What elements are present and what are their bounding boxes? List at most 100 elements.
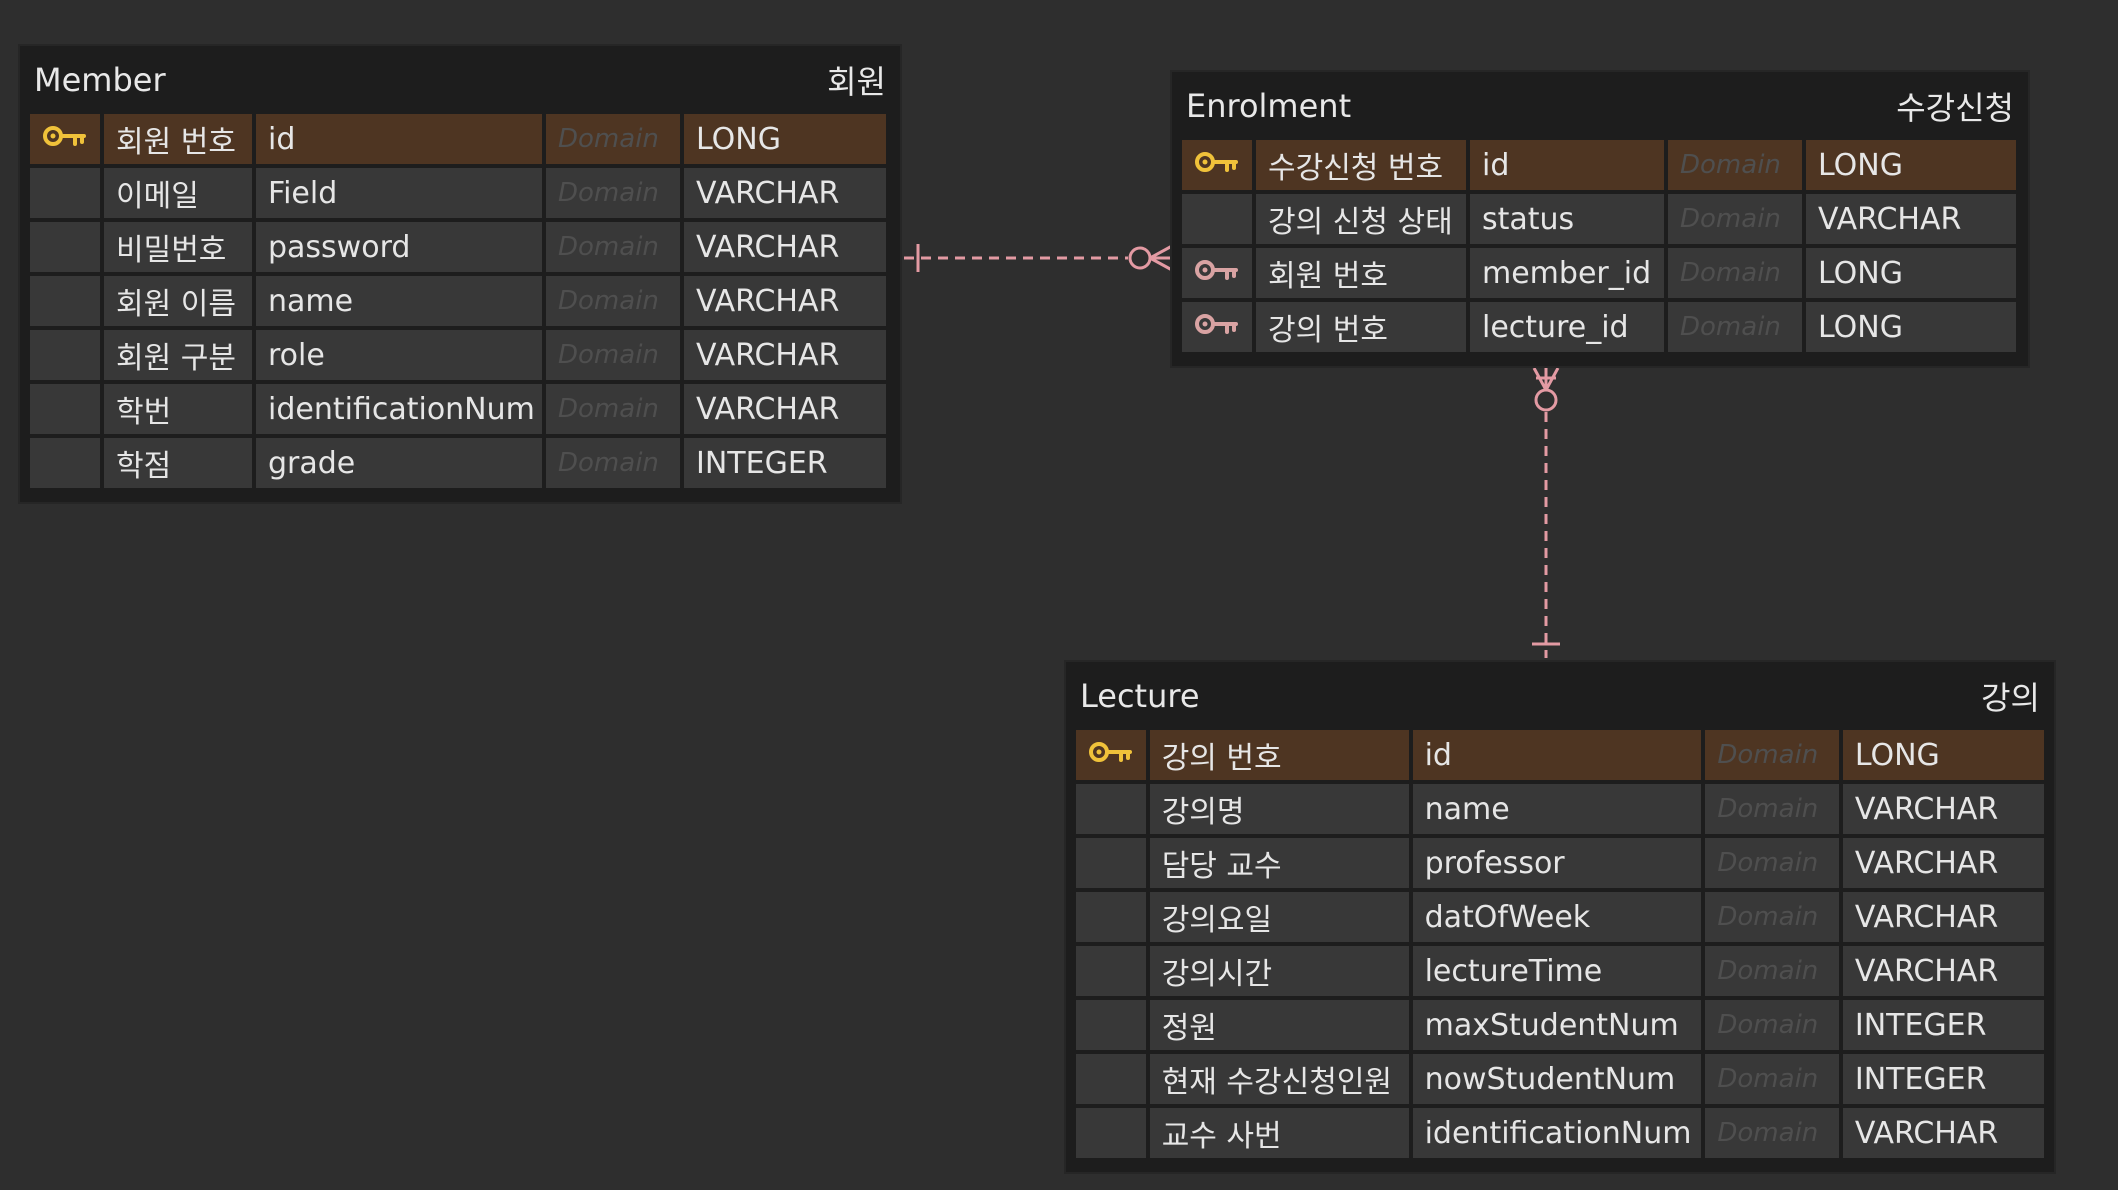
physical-name-cell[interactable]: identificationNum bbox=[1412, 1108, 1702, 1158]
domain-cell[interactable]: Domain bbox=[1705, 1054, 1839, 1104]
domain-cell[interactable]: Domain bbox=[1705, 730, 1839, 780]
logical-name-cell[interactable]: 학점 bbox=[104, 438, 252, 488]
domain-cell[interactable]: Domain bbox=[546, 114, 680, 164]
data-type-cell[interactable]: INTEGER bbox=[1842, 1000, 2044, 1050]
domain-cell[interactable]: Domain bbox=[546, 330, 680, 380]
logical-name-cell[interactable]: 교수 사번 bbox=[1149, 1108, 1409, 1158]
domain-cell[interactable]: Domain bbox=[546, 222, 680, 272]
data-type-cell[interactable]: VARCHAR bbox=[1842, 1108, 2044, 1158]
member-entity-header[interactable]: Member 회원 bbox=[20, 46, 900, 114]
logical-name-cell[interactable]: 강의 번호 bbox=[1149, 730, 1409, 780]
data-type-cell[interactable]: LONG bbox=[1806, 302, 2016, 352]
domain-cell[interactable]: Domain bbox=[546, 168, 680, 218]
logical-name-cell[interactable]: 강의시간 bbox=[1149, 946, 1409, 996]
physical-name-cell[interactable]: identificationNum bbox=[256, 384, 542, 434]
logical-name-cell[interactable]: 회원 번호 bbox=[1256, 248, 1466, 298]
relation-member-enrolment[interactable] bbox=[904, 244, 1173, 272]
physical-name-cell[interactable]: name bbox=[256, 276, 542, 326]
physical-name-cell[interactable]: name bbox=[1412, 784, 1702, 834]
logical-name-cell[interactable]: 학번 bbox=[104, 384, 252, 434]
logical-name-cell[interactable]: 회원 구분 bbox=[104, 330, 252, 380]
physical-name-cell[interactable]: role bbox=[256, 330, 542, 380]
lecture-entity-header[interactable]: Lecture 강의 bbox=[1066, 662, 2054, 730]
domain-cell[interactable]: Domain bbox=[1668, 140, 1802, 190]
domain-cell[interactable]: Domain bbox=[546, 438, 680, 488]
data-type-cell[interactable]: VARCHAR bbox=[684, 384, 886, 434]
data-type-cell[interactable]: INTEGER bbox=[684, 438, 886, 488]
data-type-cell[interactable]: LONG bbox=[1842, 730, 2044, 780]
logical-name-cell[interactable]: 강의요일 bbox=[1149, 892, 1409, 942]
physical-name-cell[interactable]: nowStudentNum bbox=[1412, 1054, 1702, 1104]
physical-name-cell[interactable]: maxStudentNum bbox=[1412, 1000, 1702, 1050]
data-type-cell[interactable]: LONG bbox=[684, 114, 886, 164]
logical-name-cell[interactable]: 비밀번호 bbox=[104, 222, 252, 272]
data-type-cell[interactable]: VARCHAR bbox=[684, 276, 886, 326]
domain-cell[interactable]: Domain bbox=[546, 384, 680, 434]
physical-name-cell[interactable]: professor bbox=[1412, 838, 1702, 888]
physical-name-cell[interactable]: status bbox=[1470, 194, 1664, 244]
data-type-cell[interactable]: VARCHAR bbox=[684, 222, 886, 272]
domain-cell[interactable]: Domain bbox=[1668, 302, 1802, 352]
domain-cell[interactable]: Domain bbox=[1705, 892, 1839, 942]
logical-name-cell[interactable]: 현재 수강신청인원 bbox=[1149, 1054, 1409, 1104]
physical-name-cell[interactable]: datOfWeek bbox=[1412, 892, 1702, 942]
physical-name-cell[interactable]: lecture_id bbox=[1470, 302, 1664, 352]
logical-name-cell[interactable]: 회원 이름 bbox=[104, 276, 252, 326]
physical-name-cell[interactable]: password bbox=[256, 222, 542, 272]
domain-cell[interactable]: Domain bbox=[1705, 784, 1839, 834]
enrolment-entity-header[interactable]: Enrolment 수강신청 bbox=[1172, 72, 2028, 140]
domain-cell[interactable]: Domain bbox=[1705, 1000, 1839, 1050]
logical-name-cell[interactable]: 강의 번호 bbox=[1256, 302, 1466, 352]
domain-cell[interactable]: Domain bbox=[1705, 1108, 1839, 1158]
domain-cell[interactable]: Domain bbox=[546, 276, 680, 326]
data-type-cell[interactable]: VARCHAR bbox=[1842, 784, 2044, 834]
domain-cell[interactable]: Domain bbox=[1705, 946, 1839, 996]
domain-cell[interactable]: Domain bbox=[1668, 194, 1802, 244]
physical-name-cell[interactable]: id bbox=[256, 114, 542, 164]
data-type-cell[interactable]: LONG bbox=[1806, 140, 2016, 190]
physical-name-cell[interactable]: id bbox=[1412, 730, 1702, 780]
data-type-cell[interactable]: LONG bbox=[1806, 248, 2016, 298]
data-type-cell[interactable]: VARCHAR bbox=[1842, 892, 2044, 942]
data-type-cell[interactable]: VARCHAR bbox=[684, 168, 886, 218]
physical-name-cell[interactable]: lectureTime bbox=[1412, 946, 1702, 996]
logical-name-cell[interactable]: 회원 번호 bbox=[104, 114, 252, 164]
logical-name-cell[interactable]: 담당 교수 bbox=[1149, 838, 1409, 888]
logical-name-cell[interactable]: 이메일 bbox=[104, 168, 252, 218]
physical-name-cell[interactable]: Field bbox=[256, 168, 542, 218]
physical-name-cell[interactable]: id bbox=[1470, 140, 1664, 190]
data-type-cell[interactable]: VARCHAR bbox=[1842, 946, 2044, 996]
data-type-cell[interactable]: VARCHAR bbox=[1842, 838, 2044, 888]
logical-name-cell[interactable]: 강의명 bbox=[1149, 784, 1409, 834]
domain-cell[interactable]: Domain bbox=[1705, 838, 1839, 888]
physical-name-cell[interactable]: member_id bbox=[1470, 248, 1664, 298]
domain-cell[interactable]: Domain bbox=[1668, 248, 1802, 298]
logical-name-cell[interactable]: 강의 신청 상태 bbox=[1256, 194, 1466, 244]
physical-name-cell[interactable]: grade bbox=[256, 438, 542, 488]
logical-name-cell[interactable]: 정원 bbox=[1149, 1000, 1409, 1050]
data-type-cell[interactable]: VARCHAR bbox=[684, 330, 886, 380]
data-type-cell[interactable]: INTEGER bbox=[1842, 1054, 2044, 1104]
